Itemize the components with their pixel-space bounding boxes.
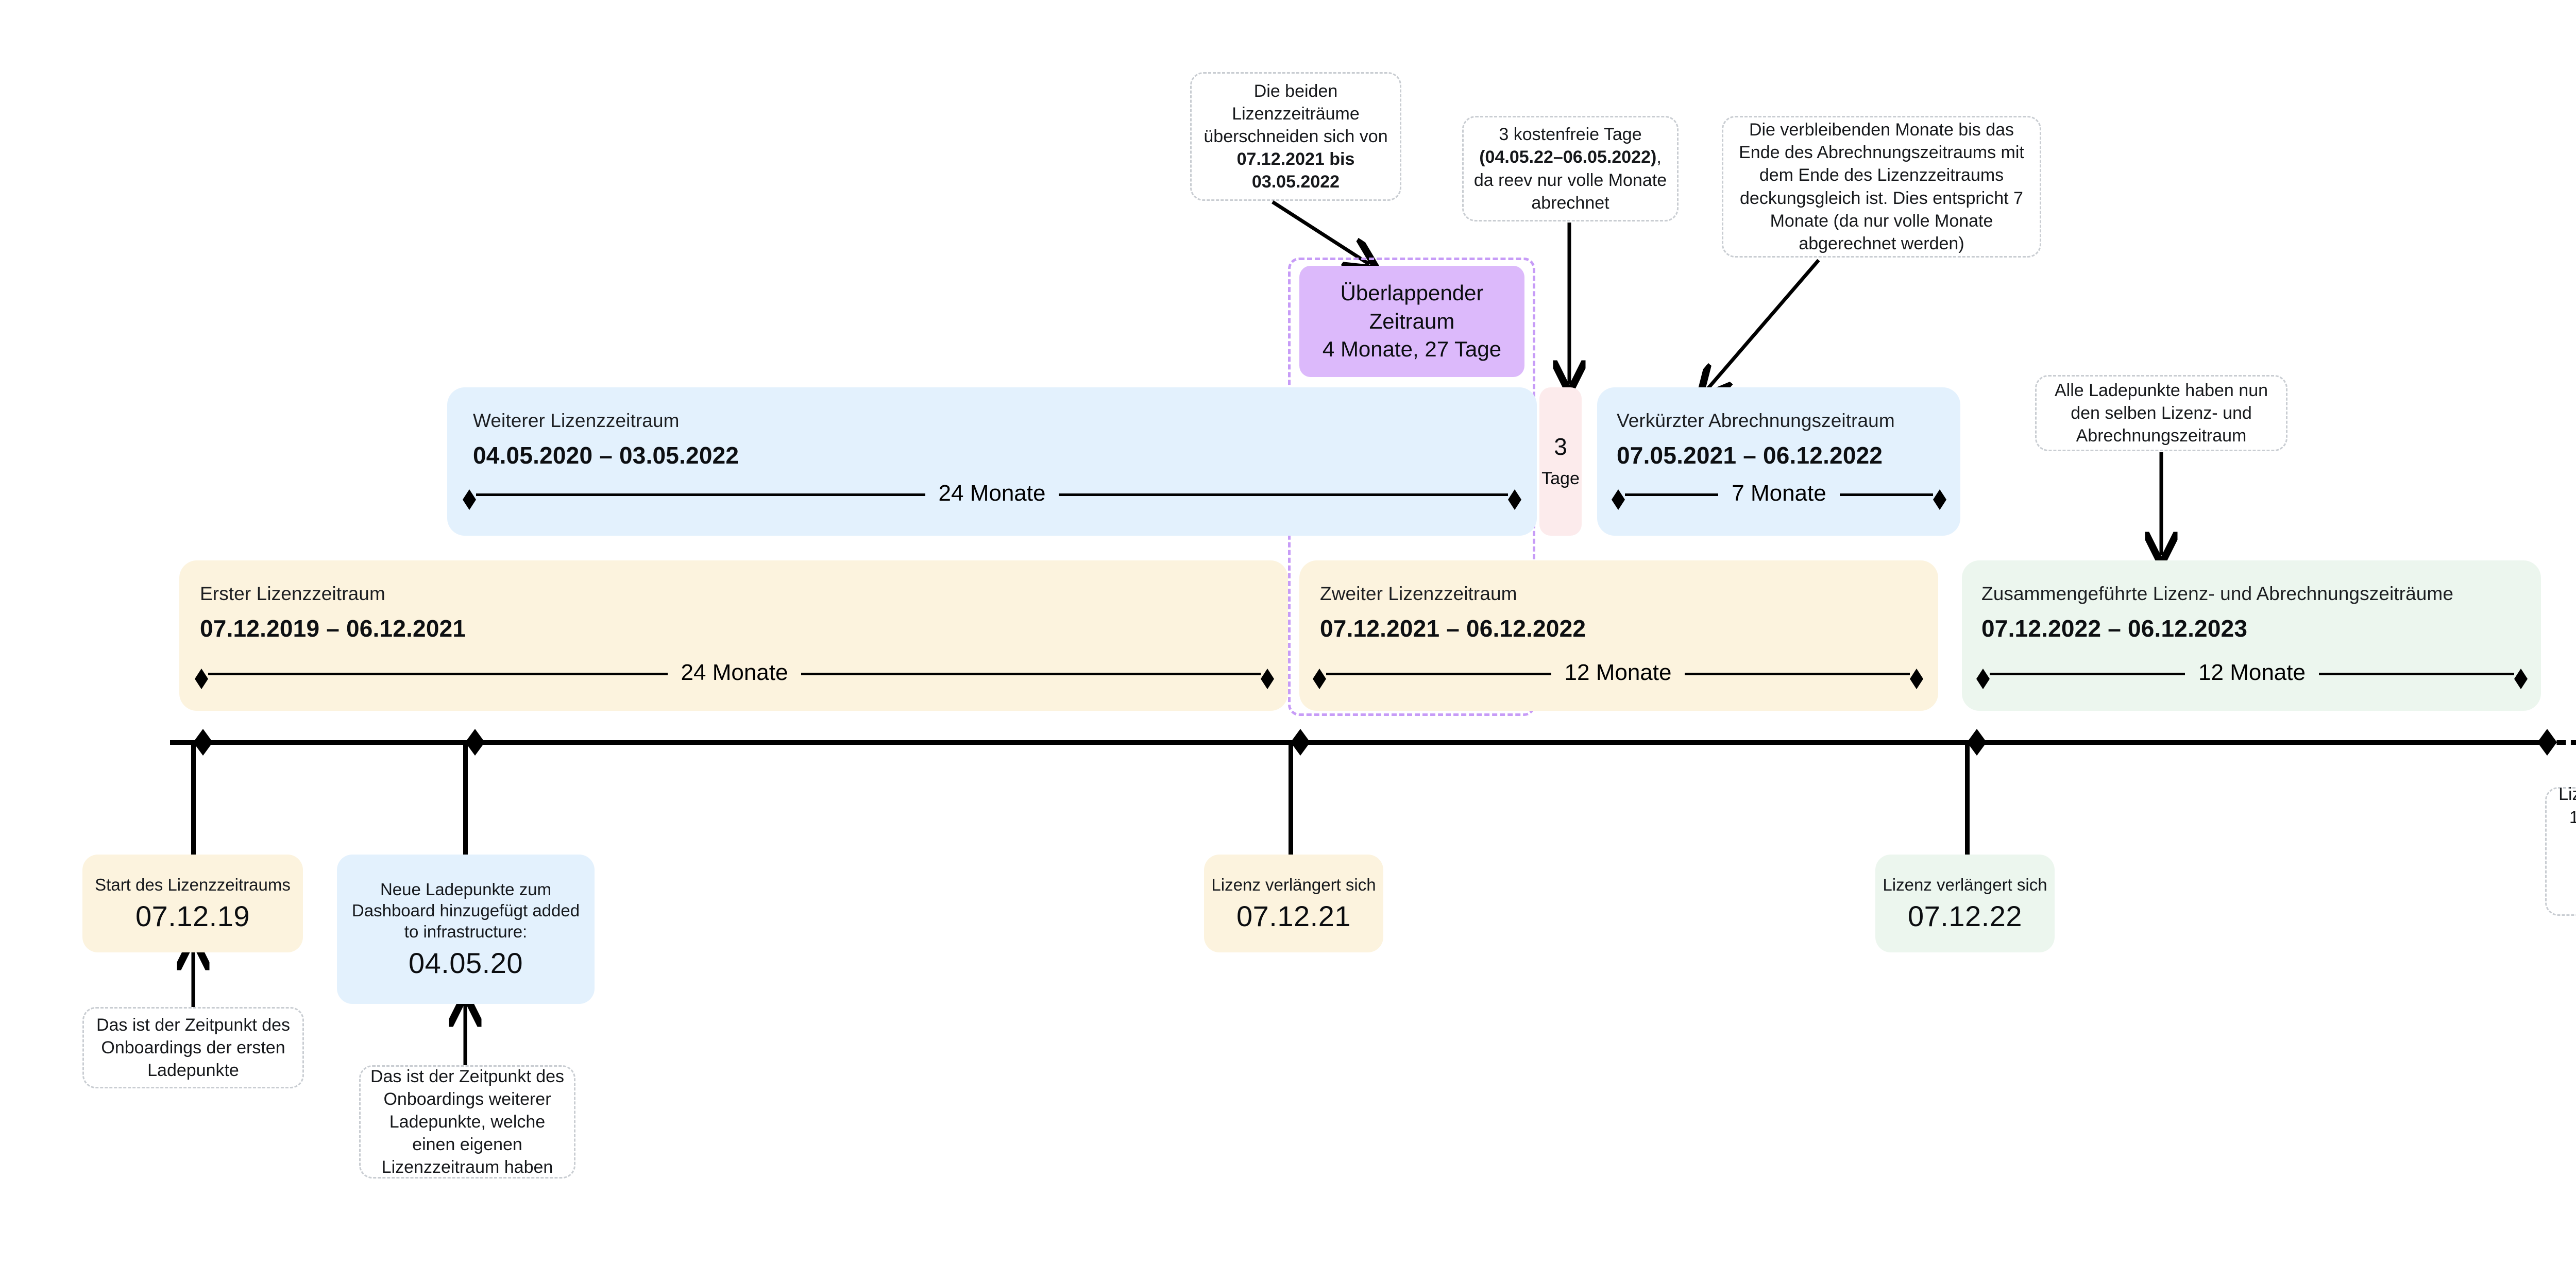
milestone-date: 04.05.20 — [409, 947, 523, 980]
note-first-onboarding: Das ist der Zeitpunkt des Onboardings de… — [82, 1007, 304, 1088]
measure-start-diamond-icon — [1612, 489, 1625, 510]
milestone-chip-2021: Lizenz verlängert sich 07.12.21 — [1204, 855, 1383, 952]
bar-erster-lizenzzeitraum: Erster Lizenzzeitraum 07.12.2019 – 06.12… — [179, 560, 1288, 711]
note-further-onboarding: Das ist der Zeitpunkt des Onboardings we… — [359, 1065, 575, 1179]
measure-label: 24 Monate — [938, 481, 1046, 506]
measure-end-diamond-icon — [1910, 669, 1923, 689]
measure-start-diamond-icon — [1313, 669, 1326, 689]
axis-diamond-icon-extension — [2537, 729, 2557, 756]
free-days-unit: Tage — [1541, 469, 1580, 488]
note-overlap-info-dates: 07.12.2021 bis 03.05.2022 — [1236, 149, 1355, 192]
bar-verkuerzter-abrechnungszeitraum: Verkürzter Abrechnungszeitraum 07.05.202… — [1597, 387, 1960, 536]
note-all-chargepoints: Alle Ladepunkte haben nun den selben Liz… — [2035, 375, 2287, 451]
note-overlap-info: Die beiden Lizenzzeiträume überschneiden… — [1190, 72, 1401, 201]
note-auto-renew: Lizenzzeitraum wird alle 12 Monate verlä… — [2545, 784, 2576, 916]
note-free-days-line1: 3 kostenfreie Tage — [1499, 125, 1642, 145]
milestone-chip-2019: Start des Lizenzzeitraums 07.12.19 — [82, 855, 303, 952]
measure-end-diamond-icon — [1508, 489, 1521, 510]
timeline-axis — [170, 740, 2540, 745]
measure-segment — [2318, 672, 2514, 675]
note-auto-renew-text: Lizenzzeitraum wird alle 12 Monate verlä… — [2558, 784, 2576, 827]
milestone-chip-2022: Lizenz verlängert sich 07.12.22 — [1875, 855, 2055, 952]
measure-start-diamond-icon — [195, 669, 208, 689]
axis-diamond-icon-2021 — [1291, 729, 1310, 756]
bar-zusammengefuehrt-dates: 07.12.2022 – 06.12.2023 — [1981, 615, 2248, 642]
free-days-box: 3 Tage — [1539, 387, 1582, 536]
note-remaining-months-text: Die verbleibenden Monate bis das Ende de… — [1739, 120, 2024, 253]
bar-weiterer-dates: 04.05.2020 – 03.05.2022 — [473, 442, 739, 469]
measure-label: 7 Monate — [1732, 481, 1826, 506]
axis-tick-2019 — [191, 742, 196, 856]
measure-start-diamond-icon — [463, 489, 476, 510]
measure-segment — [1839, 493, 1933, 496]
bar-zweiter-lizenzzeitraum: Zweiter Lizenzzeitraum 07.12.2021 – 06.1… — [1299, 560, 1938, 711]
measure-segment — [1625, 493, 1719, 496]
measure-segment — [1059, 493, 1508, 496]
note-free-days-line3: , da reev nur volle Monate abrechnet — [1473, 147, 1667, 213]
measure-weiterer-lizenzzeitraum: 24 Monate — [463, 481, 1521, 510]
bar-zusammengefuehrte-zeitraeume: Zusammengeführte Lizenz- und Abrechnungs… — [1962, 560, 2541, 711]
axis-tick-2021 — [1289, 742, 1293, 856]
milestone-label: Neue Ladepunkte zum Dashboard hinzugefüg… — [351, 879, 580, 942]
measure-segment — [476, 493, 925, 496]
measure-label: 12 Monate — [2198, 660, 2306, 685]
note-free-days: 3 kostenfreie Tage (04.05.22–06.05.2022)… — [1462, 116, 1679, 221]
milestone-date: 07.12.21 — [1236, 900, 1351, 933]
measure-start-diamond-icon — [1976, 669, 1990, 689]
axis-tick-2020 — [463, 742, 468, 856]
measure-segment — [1990, 672, 2185, 675]
milestone-label: Lizenz verlängert sich — [1211, 875, 1376, 894]
milestone-label: Lizenz verlängert sich — [1883, 875, 2047, 894]
bar-verkuerzter-dates: 07.05.2021 – 06.12.2022 — [1617, 442, 1883, 469]
milestone-label: Start des Lizenzzeitraums — [95, 875, 291, 894]
axis-diamond-icon-2020 — [465, 729, 485, 756]
note-first-onboarding-text: Das ist der Zeitpunkt des Onboardings de… — [96, 1015, 291, 1081]
overlap-title-line2: Zeitraum — [1369, 309, 1455, 333]
overlap-title-line1: Überlappender — [1340, 281, 1484, 305]
bar-zusammengefuehrt-title: Zusammengeführte Lizenz- und Abrechnungs… — [1981, 583, 2454, 604]
note-remaining-months: Die verbleibenden Monate bis das Ende de… — [1722, 116, 2041, 258]
bar-weiterer-title: Weiterer Lizenzzeitraum — [473, 410, 680, 431]
measure-segment — [1326, 672, 1551, 675]
note-all-chargepoints-text: Alle Ladepunkte haben nun den selben Liz… — [2054, 380, 2268, 446]
measure-segment — [208, 672, 668, 675]
measure-label: 24 Monate — [681, 660, 788, 685]
bar-verkuerzter-title: Verkürzter Abrechnungszeitraum — [1617, 410, 1895, 431]
bar-zweiter-title: Zweiter Lizenzzeitraum — [1320, 583, 1517, 604]
measure-segment — [801, 672, 1261, 675]
axis-diamond-icon-2019 — [193, 729, 213, 756]
measure-segment — [1685, 672, 1910, 675]
bar-erster-dates: 07.12.2019 – 06.12.2021 — [200, 615, 466, 642]
measure-end-diamond-icon — [1261, 669, 1274, 689]
timeline-axis-dashed-extension — [2543, 740, 2576, 745]
milestone-chip-2020: Neue Ladepunkte zum Dashboard hinzugefüg… — [337, 855, 595, 1004]
free-days-count: 3 — [1554, 433, 1567, 460]
measure-zusammengefuehrte-zeitraeume: 12 Monate — [1976, 660, 2528, 689]
measure-end-diamond-icon — [2514, 669, 2528, 689]
bar-weiterer-lizenzzeitraum: Weiterer Lizenzzeitraum 04.05.2020 – 03.… — [447, 387, 1537, 536]
bar-erster-title: Erster Lizenzzeitraum — [200, 583, 385, 604]
overlap-duration: 4 Monate, 27 Tage — [1322, 337, 1502, 362]
measure-end-diamond-icon — [1933, 489, 1946, 510]
measure-label: 12 Monate — [1564, 660, 1672, 685]
axis-tick-2022 — [1965, 742, 1970, 856]
milestone-date: 07.12.19 — [135, 900, 250, 933]
bar-zweiter-dates: 07.12.2021 – 06.12.2022 — [1320, 615, 1586, 642]
axis-diamond-icon-2022 — [1967, 729, 1987, 756]
note-free-days-range: (04.05.22–06.05.2022) — [1479, 147, 1657, 167]
overlap-period-box: Überlappender Zeitraum 4 Monate, 27 Tage — [1299, 266, 1524, 377]
measure-verkuerzter-abrechnungszeitraum: 7 Monate — [1612, 481, 1946, 510]
milestone-date: 07.12.22 — [1908, 900, 2022, 933]
measure-erster-lizenzzeitraum: 24 Monate — [195, 660, 1274, 689]
measure-zweiter-lizenzzeitraum: 12 Monate — [1313, 660, 1923, 689]
note-overlap-info-text: Die beiden Lizenzzeiträume überschneiden… — [1204, 81, 1388, 146]
note-further-onboarding-text: Das ist der Zeitpunkt des Onboardings we… — [370, 1066, 565, 1177]
